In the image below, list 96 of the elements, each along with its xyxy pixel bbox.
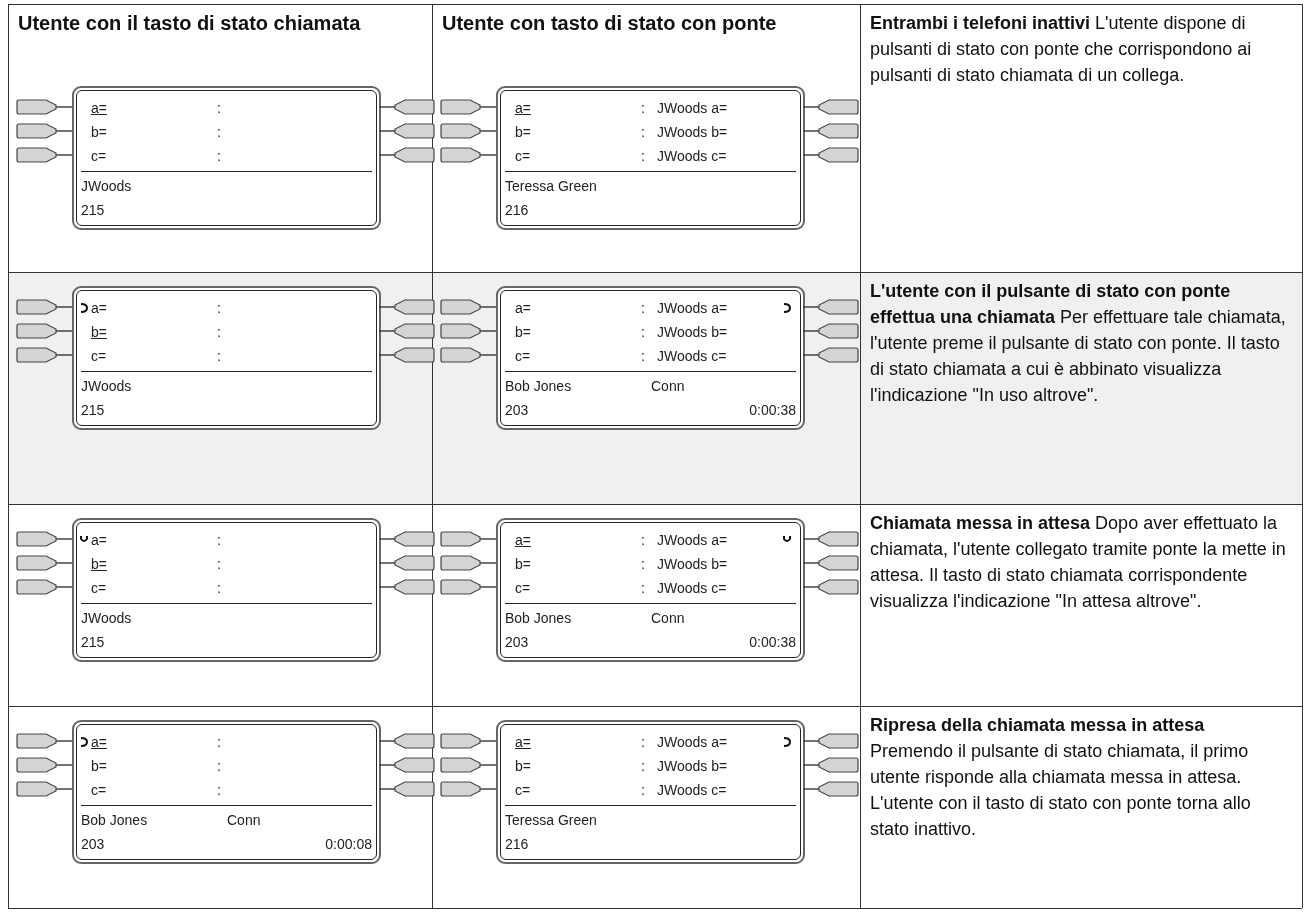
bridged-key-label: JWoods a= — [657, 99, 728, 118]
line-key-label: a= — [91, 733, 107, 752]
line-key-label: b= — [91, 757, 107, 776]
user-name: JWoods — [81, 609, 132, 628]
line-key-label: a= — [91, 299, 107, 318]
column-heading: Utente con il tasto di stato chiamata — [18, 11, 362, 36]
bridged-key-label: JWoods b= — [657, 555, 728, 574]
line-key-label: b= — [91, 123, 107, 142]
column-heading: Utente con tasto di stato con ponte — [442, 11, 778, 36]
line-key-label: b= — [515, 555, 531, 574]
bridged-key-label: JWoods c= — [657, 781, 727, 800]
call-timer: 0:00:38 — [749, 633, 796, 652]
bridged-key-label: JWoods b= — [657, 323, 728, 342]
extension-number: 215 — [81, 201, 105, 220]
bridged-key-label: JWoods c= — [657, 579, 727, 598]
phone-display — [496, 518, 805, 662]
separator-colon: : — [641, 323, 645, 342]
separator-colon: : — [217, 299, 221, 318]
user-name: JWoods — [81, 377, 132, 396]
line-key-label: b= — [515, 757, 531, 776]
step-description: L'utente con il pulsante di stato con ponte effettua una chiamata Per effettuare tale chiamata, l'utente preme il pulsante di stato con ponte. Il tasto di stato chiamata a cui è abbinato visualizza l'indicazione "In uso altrove". — [870, 280, 1287, 407]
user-name: JWoods — [81, 177, 132, 196]
line-key-label: c= — [515, 579, 531, 598]
separator-colon: : — [641, 733, 645, 752]
separator-colon: : — [641, 531, 645, 550]
line-key-label: c= — [91, 347, 107, 366]
line-key-label: c= — [515, 781, 531, 800]
phone-display — [72, 518, 381, 662]
separator-colon: : — [641, 99, 645, 118]
separator-colon: : — [217, 99, 221, 118]
step-description: Entrambi i telefoni inattivi L'utente dispone di pulsanti di stato con ponte che corrispondono ai pulsanti di stato chiamata di un collega. — [870, 12, 1253, 87]
separator-colon: : — [641, 123, 645, 142]
line-key-label: a= — [515, 531, 531, 550]
extension-number: 203 — [505, 401, 529, 420]
line-key-label: a= — [515, 99, 531, 118]
line-key-label: b= — [91, 323, 107, 342]
line-key-label: c= — [91, 781, 107, 800]
phone-display — [72, 86, 381, 230]
separator-colon: : — [217, 781, 221, 800]
bridged-key-label: JWoods a= — [657, 733, 728, 752]
line-key-label: c= — [515, 147, 531, 166]
line-key-label: b= — [91, 555, 107, 574]
separator-colon: : — [217, 123, 221, 142]
phone-display — [496, 86, 805, 230]
separator-colon: : — [217, 579, 221, 598]
separator-colon: : — [641, 781, 645, 800]
call-status: Conn — [651, 377, 685, 396]
separator-colon: : — [641, 579, 645, 598]
extension-number: 203 — [81, 835, 105, 854]
separator-colon: : — [217, 531, 221, 550]
extension-number: 216 — [505, 835, 529, 854]
bridged-key-label: JWoods a= — [657, 531, 728, 550]
line-key-label: a= — [91, 99, 107, 118]
separator-colon: : — [217, 347, 221, 366]
line-key-label: b= — [515, 323, 531, 342]
phone-display — [496, 286, 805, 430]
line-key-label: c= — [91, 579, 107, 598]
step-description: Chiamata messa in attesa Dopo aver effettuato la chiamata, l'utente collegato tramite ponte la mette in attesa. Il tasto di stato chiamata corrispondente visualizza l'indicazione "In attesa altrove". — [870, 512, 1287, 613]
separator-colon: : — [641, 757, 645, 776]
bridged-key-label: JWoods a= — [657, 299, 728, 318]
separator-colon: : — [217, 733, 221, 752]
extension-number: 203 — [505, 633, 529, 652]
separator-colon: : — [641, 555, 645, 574]
line-key-label: c= — [515, 347, 531, 366]
phone-display — [496, 720, 805, 864]
call-status: Conn — [651, 609, 685, 628]
user-name: Bob Jones — [81, 811, 148, 830]
line-key-label: c= — [91, 147, 107, 166]
bridged-key-label: JWoods c= — [657, 147, 727, 166]
phone-display — [72, 720, 381, 864]
separator-colon: : — [641, 299, 645, 318]
extension-number: 215 — [81, 633, 105, 652]
line-key-label: a= — [515, 299, 531, 318]
call-timer: 0:00:08 — [325, 835, 372, 854]
user-name: Teressa Green — [505, 811, 597, 830]
bridged-key-label: JWoods c= — [657, 347, 727, 366]
bridged-key-label: JWoods b= — [657, 123, 728, 142]
call-timer: 0:00:38 — [749, 401, 796, 420]
separator-colon: : — [641, 147, 645, 166]
line-key-label: a= — [515, 733, 531, 752]
step-description: Ripresa della chiamata messa in attesa Premendo il pulsante di stato chiamata, il primo utente risponde alla chiamata messa in attesa. L'utente con il tasto di stato con ponte torna allo stato inattivo. — [870, 714, 1252, 841]
bridged-key-label: JWoods b= — [657, 757, 728, 776]
line-key-label: a= — [91, 531, 107, 550]
user-name: Teressa Green — [505, 177, 597, 196]
separator-colon: : — [217, 147, 221, 166]
separator-colon: : — [217, 555, 221, 574]
line-key-label: b= — [515, 123, 531, 142]
call-status: Conn — [227, 811, 261, 830]
extension-number: 215 — [81, 401, 105, 420]
user-name: Bob Jones — [505, 609, 572, 628]
user-name: Bob Jones — [505, 377, 572, 396]
separator-colon: : — [217, 757, 221, 776]
separator-colon: : — [641, 347, 645, 366]
extension-number: 216 — [505, 201, 529, 220]
phone-display — [72, 286, 381, 430]
separator-colon: : — [217, 323, 221, 342]
